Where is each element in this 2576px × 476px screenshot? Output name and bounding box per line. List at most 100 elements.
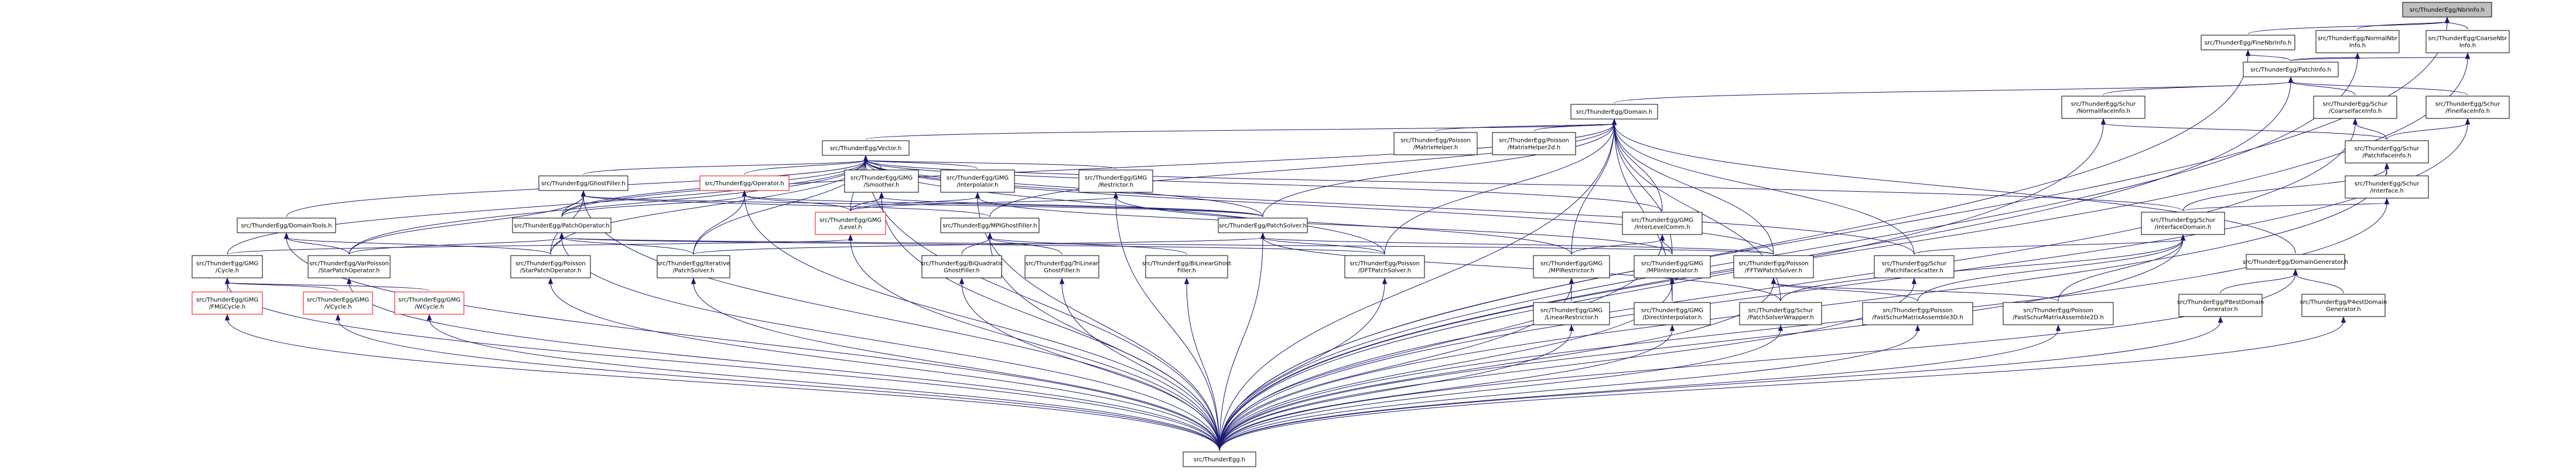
graph-node-s_normfi[interactable]: src/ThunderEgg/Schur/NormalIfaceInfo.h bbox=[2061, 96, 2145, 119]
graph-node-g_restrictor[interactable]: src/ThunderEgg/GMG/Restrictor.h bbox=[1078, 169, 1153, 193]
graph-node-g_interp[interactable]: src/ThunderEgg/GMG/Interpolator.h bbox=[940, 169, 1015, 193]
dependency-edge bbox=[1219, 118, 2358, 451]
node-label: /NormalIfaceInfo.h bbox=[2076, 108, 2130, 115]
node-box bbox=[1862, 302, 1973, 325]
graph-node-g_directinterp[interactable]: src/ThunderEgg/GMG/DirectInterpolator.h bbox=[1634, 302, 1711, 325]
node-label: /FastSchurMatrixAssemble3D.h bbox=[1872, 315, 1963, 321]
graph-node-p_mh2d[interactable]: src/ThunderEgg/Poisson/MatrixHelper2d.h bbox=[1492, 132, 1576, 155]
graph-node-varpoisson[interactable]: src/ThunderEgg/VarPoisson/StarPatchOpera… bbox=[308, 255, 391, 278]
graph-node-patchsolver[interactable]: src/ThunderEgg/PatchSolver.h bbox=[1218, 217, 1308, 233]
dependency-edge bbox=[580, 190, 1220, 451]
node-box bbox=[1570, 104, 1658, 120]
dependency-edge bbox=[1219, 118, 1617, 451]
graph-node-p_fftw[interactable]: src/ThunderEgg/Poisson/FFTWPatchSolver.h bbox=[1733, 255, 1814, 278]
node-box bbox=[2178, 294, 2263, 317]
graph-node-p_mh[interactable]: src/ThunderEgg/Poisson/MatrixHelper.h bbox=[1393, 132, 1478, 155]
dependency-edge bbox=[1219, 316, 2346, 451]
graph-node-p_starpo[interactable]: src/ThunderEgg/Poisson/StarPatchOperator… bbox=[510, 255, 591, 278]
graph-node-g_ilc[interactable]: src/ThunderEgg/GMG/InterLevelComm.h bbox=[1622, 212, 1703, 235]
node-box bbox=[2425, 96, 2510, 119]
dependency-edge bbox=[583, 155, 869, 175]
graph-node-itersolver[interactable]: src/ThunderEgg/Iterative/PatchSolver.h bbox=[657, 255, 730, 278]
graph-node-g_v[interactable]: src/ThunderEgg/GMG/VCycle.h bbox=[303, 291, 373, 315]
graph-node-domgen[interactable]: src/ThunderEgg/DomainGenerator.h bbox=[2243, 254, 2348, 270]
graph-node-patchop[interactable]: src/ThunderEgg/PatchOperator.h bbox=[512, 217, 611, 233]
dependency-edge bbox=[224, 314, 1220, 451]
graph-node-s_psw[interactable]: src/ThunderEgg/Schur/PatchSolverWrapper.… bbox=[1739, 302, 1822, 325]
node-box bbox=[308, 255, 391, 278]
graph-node-g_level[interactable]: src/ThunderEgg/GMG/Level.h bbox=[815, 212, 886, 235]
graph-node-s_pifs[interactable]: src/ThunderEgg/Schur/PatchIfaceScatter.h bbox=[1874, 255, 1955, 278]
node-box bbox=[1533, 302, 1610, 325]
graph-node-g_fmg[interactable]: src/ThunderEgg/GMG/FMGCycle.h bbox=[192, 291, 263, 315]
dependency-edge bbox=[863, 155, 1263, 217]
node-label: /FFTWPatchSolver.h bbox=[1745, 268, 1802, 274]
graph-node-s_ifdom[interactable]: src/ThunderEgg/Schur/InterfaceDomain.h bbox=[2141, 212, 2225, 235]
node-box bbox=[192, 255, 263, 278]
node-label: /MatrixHelper.h bbox=[1413, 145, 1458, 151]
node-label: src/ThunderEgg/NbrInfo.h bbox=[2410, 7, 2485, 13]
node-box bbox=[2061, 96, 2145, 119]
dependency-edge bbox=[2058, 234, 2186, 302]
graph-node-domaintools[interactable]: src/ThunderEgg/DomainTools.h bbox=[237, 217, 336, 233]
node-label: src/ThunderEgg/PatchSolver.h bbox=[1219, 223, 1307, 229]
dependency-edge bbox=[1219, 324, 1784, 451]
graph-node-patchinfo[interactable]: src/ThunderEgg/PatchInfo.h bbox=[2243, 62, 2339, 77]
node-box bbox=[1634, 302, 1711, 325]
node-label: src/ThunderEgg/VarPoisson bbox=[309, 261, 389, 267]
graph-node-p_fsma3d[interactable]: src/ThunderEgg/Poisson/FastSchurMatrixAs… bbox=[1862, 302, 1973, 325]
graph-node-domain[interactable]: src/ThunderEgg/Domain.h bbox=[1570, 104, 1658, 120]
graph-node-nbr[interactable]: src/ThunderEgg/NbrInfo.h bbox=[2402, 2, 2492, 18]
node-box bbox=[2246, 254, 2345, 270]
dependency-edge bbox=[346, 277, 1220, 451]
dependency-edge bbox=[559, 232, 1774, 255]
node-box bbox=[2345, 140, 2429, 164]
edge-layer bbox=[224, 16, 2471, 451]
dependency-edge bbox=[349, 232, 565, 255]
node-label: /WCycle.h bbox=[415, 304, 444, 311]
node-label: src/ThunderEgg/Poisson bbox=[1400, 138, 1471, 144]
graph-node-p_fsma2d[interactable]: src/ThunderEgg/Poisson/FastSchurMatrixAs… bbox=[2003, 302, 2114, 325]
node-box bbox=[538, 175, 628, 191]
graph-node-g_linrest[interactable]: src/ThunderEgg/GMG/LinearRestrictor.h bbox=[1533, 302, 1610, 325]
graph-node-g_w[interactable]: src/ThunderEgg/GMG/WCycle.h bbox=[394, 291, 464, 315]
graph-node-s_finefi[interactable]: src/ThunderEgg/Schur/FineIfaceInfo.h bbox=[2425, 96, 2510, 119]
graph-node-g_mpirest[interactable]: src/ThunderEgg/GMG/MPIRestrictor.h bbox=[1533, 255, 1610, 278]
graph-node-s_pif[interactable]: src/ThunderEgg/Schur/PatchIfaceInfo.h bbox=[2345, 140, 2429, 164]
node-label: Info.h bbox=[2349, 43, 2366, 49]
graph-node-vector[interactable]: src/ThunderEgg/Vector.h bbox=[822, 140, 910, 156]
node-label: /VCycle.h bbox=[324, 304, 351, 311]
node-label: /Smoother.h bbox=[864, 182, 900, 189]
node-label: /MPIInterpolator.h bbox=[1646, 268, 1699, 274]
node-label: src/ThunderEgg/Poisson bbox=[515, 261, 586, 267]
node-label: src/ThunderEgg/Poisson bbox=[1350, 261, 1420, 267]
node-label: /FastSchurMatrixAssemble2D.h bbox=[2013, 315, 2104, 321]
graph-node-p_dft[interactable]: src/ThunderEgg/Poisson/DFTPatchSolver.h bbox=[1344, 255, 1425, 278]
graph-node-operator[interactable]: src/ThunderEgg/Operator.h bbox=[699, 175, 790, 191]
graph-node-s_coarsefi[interactable]: src/ThunderEgg/Schur/CoarseIfaceInfo.h bbox=[2313, 96, 2397, 119]
graph-node-ghost[interactable]: src/ThunderEgg/GhostFiller.h bbox=[538, 175, 628, 191]
node-label: /StarPatchOperator.h bbox=[319, 268, 380, 274]
dependency-edge bbox=[227, 234, 853, 255]
graph-node-mpighost[interactable]: src/ThunderEgg/MPIGhostFiller.h bbox=[940, 217, 1040, 233]
node-box bbox=[1145, 255, 1228, 278]
node-box bbox=[844, 169, 919, 193]
graph-node-thunderegg[interactable]: src/ThunderEgg.h bbox=[1183, 451, 1256, 467]
graph-node-fine[interactable]: src/ThunderEgg/FineNbrInfo.h bbox=[2201, 35, 2295, 50]
graph-node-g_mpiinterp[interactable]: src/ThunderEgg/GMG/MPIInterpolator.h bbox=[1634, 255, 1711, 278]
graph-node-g_smoother[interactable]: src/ThunderEgg/GMG/Smoother.h bbox=[844, 169, 919, 193]
graph-node-s_iface[interactable]: src/ThunderEgg/Schur/Interface.h bbox=[2345, 175, 2429, 199]
node-box bbox=[1344, 255, 1425, 278]
node-label: src/ThunderEgg/GMG bbox=[1641, 308, 1703, 314]
dependency-edge bbox=[975, 192, 1673, 255]
graph-node-g_cycle[interactable]: src/ThunderEgg/GMG/Cycle.h bbox=[192, 255, 263, 278]
node-label: /FineIfaceInfo.h bbox=[2445, 108, 2490, 115]
